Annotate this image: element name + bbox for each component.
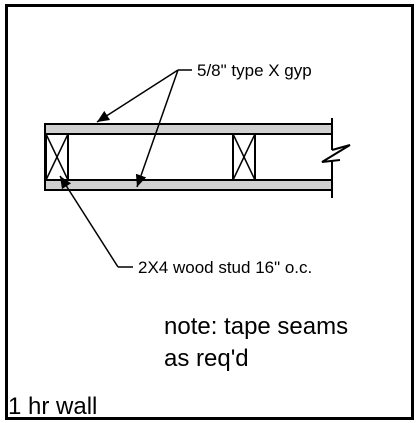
stud-label: 2X4 wood stud 16" o.c. bbox=[138, 258, 312, 277]
stud-leader bbox=[59, 175, 133, 268]
gypsum-label: 5/8" type X gyp bbox=[197, 61, 312, 80]
note-line-1: note: tape seams bbox=[164, 313, 348, 340]
break-line bbox=[321, 118, 351, 198]
gypsum-leader bbox=[96, 69, 192, 188]
stud-middle bbox=[232, 133, 256, 181]
gypsum-board-bottom bbox=[44, 179, 333, 191]
note-line-2: as req'd bbox=[164, 345, 249, 372]
gypsum-board-top bbox=[44, 123, 333, 135]
drawing-frame bbox=[5, 4, 414, 420]
stud-left bbox=[45, 133, 69, 181]
drawing-title: 1 hr wall bbox=[8, 393, 97, 420]
